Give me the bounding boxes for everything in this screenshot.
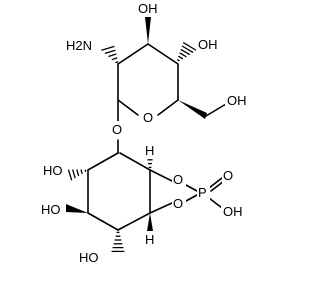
oh-right-hashed-bond — [176, 42, 197, 62]
ho-low-wedge — [66, 204, 88, 213]
hydroxyl-label: OH — [138, 1, 158, 16]
ester-oxygen-label: O — [173, 172, 183, 187]
ring-oxygen-label: O — [143, 110, 153, 125]
molecule-structure: H2N OH OH O OH O HO HO HO O O P O OH H H — [40, 0, 249, 266]
hydroxyl-label: HO — [79, 250, 99, 265]
h-lower-wedge — [147, 213, 153, 231]
phosphate-ring — [149, 169, 225, 214]
hydrogen-label: H — [145, 143, 154, 158]
ester-oxygen-label: O — [173, 196, 183, 211]
ho-bottom-hashed-bond — [111, 231, 125, 253]
nh2-hashed-bond — [101, 45, 119, 64]
hydrogen-label: H — [145, 232, 154, 247]
glycosidic-oxygen-label: O — [112, 122, 122, 137]
hydroxyl-label: OH — [198, 37, 218, 52]
hydroxyl-label: HO — [41, 202, 61, 217]
phosphoryl-oxygen-label: O — [223, 168, 233, 183]
phosphate-hydroxyl-label: OH — [223, 204, 243, 219]
ch2-wedge — [178, 100, 207, 119]
sugar-ring — [117, 43, 179, 116]
inositol-ring — [87, 139, 151, 231]
ho-mid-hashed-bond — [67, 169, 87, 181]
hydroxyl-label: OH — [227, 93, 247, 108]
phosphorus-label: P — [198, 185, 207, 200]
atom-labels: H2N OH OH O OH O HO HO HO O O P O OH H H — [40, 0, 249, 266]
oh-top-wedge — [145, 17, 151, 44]
hydroxyl-label: HO — [43, 163, 63, 178]
amino-group-label: H2N — [66, 38, 92, 53]
